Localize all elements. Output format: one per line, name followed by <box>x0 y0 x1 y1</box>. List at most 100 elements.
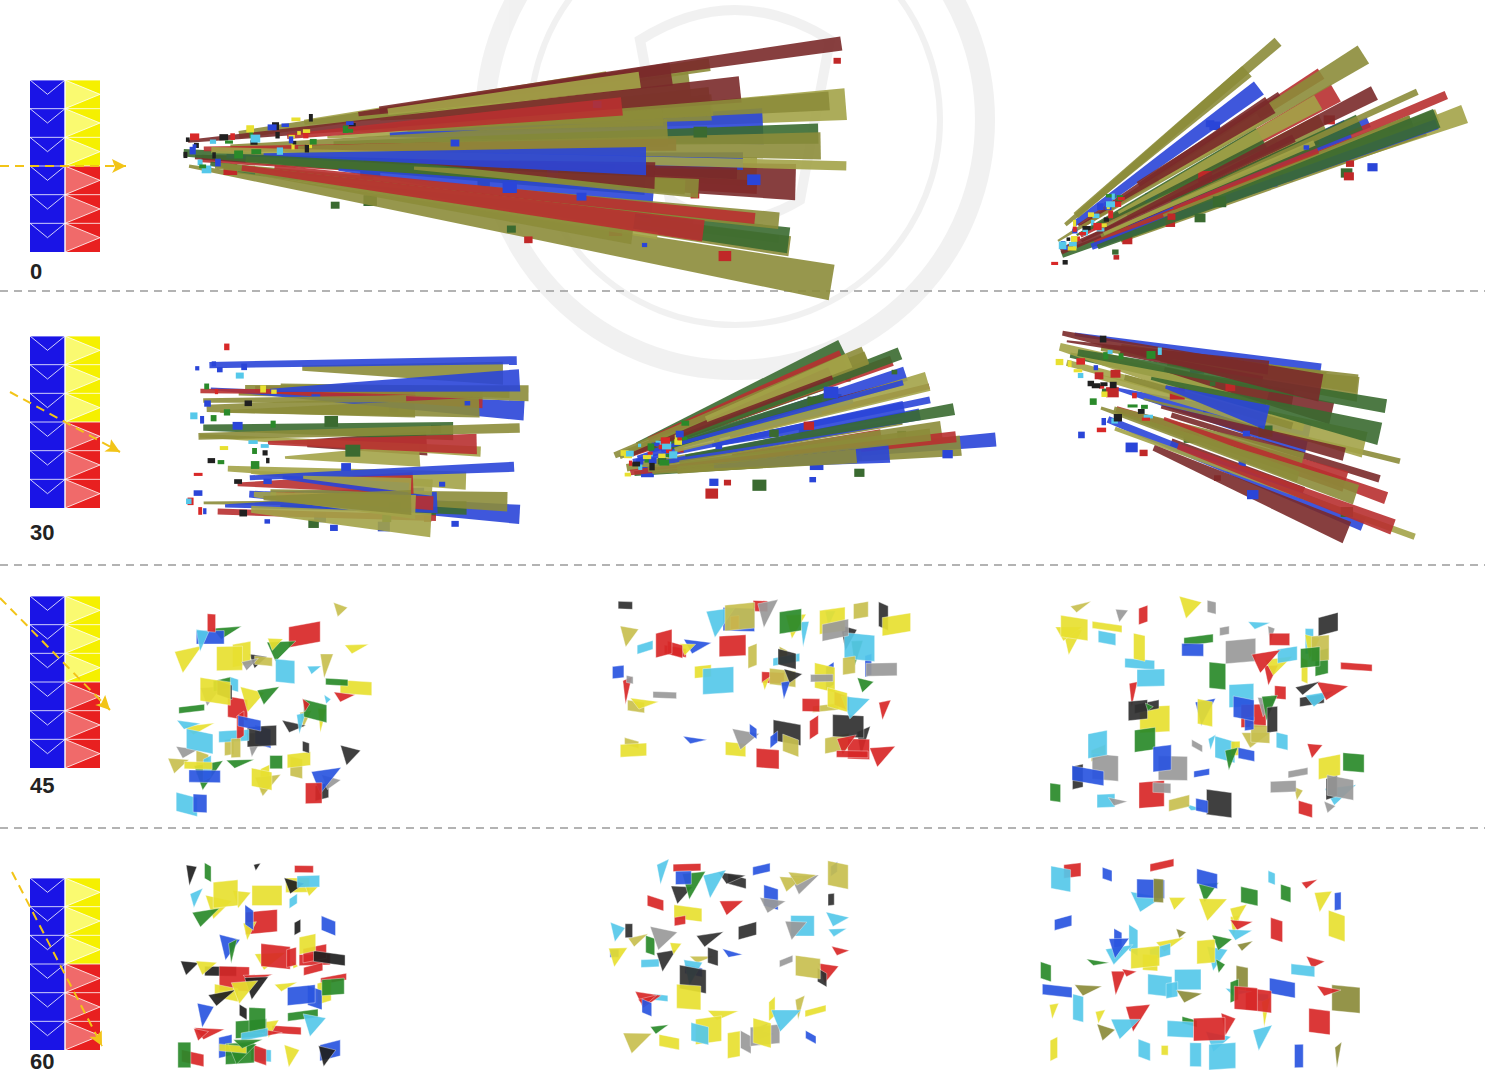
plane-block <box>1158 347 1162 354</box>
plane-block <box>1114 202 1121 207</box>
plane-block <box>705 489 718 499</box>
plane-facet <box>1295 682 1319 696</box>
plane-block <box>834 58 841 64</box>
plane-strip <box>1081 86 1378 242</box>
plane-block <box>275 132 279 139</box>
view-arrowhead <box>95 695 110 710</box>
plane-block <box>626 451 634 457</box>
plane-block <box>724 480 731 486</box>
plane-block <box>1168 214 1176 220</box>
tile-line <box>30 137 65 151</box>
plane-facet <box>254 863 261 871</box>
plane-block <box>719 251 732 261</box>
yellow-column <box>65 878 100 964</box>
tile-schematic <box>30 878 100 1050</box>
plane-strip <box>198 423 519 439</box>
tile-line <box>30 166 65 180</box>
plane-block <box>709 479 718 486</box>
plane-block <box>577 193 587 201</box>
plane-block <box>1119 353 1124 359</box>
plane-block <box>451 140 460 147</box>
plane-block <box>1073 227 1077 232</box>
plane-facet <box>186 865 197 886</box>
plane-block <box>218 460 225 464</box>
plane-facet <box>1327 775 1353 800</box>
plane-facet <box>340 745 360 765</box>
plane-facet <box>1042 984 1072 998</box>
plane-facet <box>762 677 769 690</box>
plane-facet <box>866 663 897 677</box>
plane-facet <box>268 638 283 650</box>
plane-facet <box>620 626 638 647</box>
tile-line <box>30 195 65 209</box>
plane-facet <box>708 947 718 966</box>
plane-render <box>183 36 847 300</box>
plane-block <box>648 443 655 450</box>
plane-facet <box>1095 1010 1105 1024</box>
plane-facet <box>748 643 757 668</box>
plane-block <box>1059 241 1067 249</box>
plane-facet <box>1198 699 1213 727</box>
plane-facet <box>186 729 213 754</box>
plane-block <box>1113 255 1119 260</box>
plane-facet <box>785 921 807 940</box>
plane-block <box>1088 212 1094 217</box>
plane-facet <box>810 715 819 739</box>
view-line <box>10 392 120 452</box>
plane-block <box>194 473 203 476</box>
plane-facet <box>1153 745 1171 772</box>
plane-facet <box>1179 596 1201 618</box>
plane-facet <box>1075 985 1102 996</box>
plane-facet <box>177 720 201 729</box>
plane-facet <box>1169 795 1190 812</box>
plane-strip <box>648 428 932 472</box>
plane-facet <box>676 871 692 885</box>
plane-facet <box>257 687 279 705</box>
plane-block <box>1074 369 1083 372</box>
plane-facet <box>1237 941 1253 951</box>
plane-facet <box>1281 884 1291 902</box>
tile-triangle <box>65 739 100 768</box>
plane-block <box>217 367 223 372</box>
plane-facet <box>1317 682 1349 701</box>
plane-facet <box>781 681 790 699</box>
plane-strip <box>210 162 790 254</box>
plane-facet <box>287 947 297 967</box>
plane-facet <box>1192 739 1203 752</box>
plane-facet <box>642 999 652 1017</box>
red-column <box>65 166 100 252</box>
plane-block <box>1210 381 1216 385</box>
plane-facet <box>1298 800 1312 817</box>
plane-block <box>199 164 206 168</box>
plane-facet <box>304 963 323 976</box>
plane-block <box>190 133 199 140</box>
plane-facet <box>650 1025 668 1034</box>
plane-block <box>215 159 221 167</box>
plane-block <box>230 133 235 140</box>
plane-facet <box>806 1030 816 1044</box>
plane-facet <box>1317 986 1341 996</box>
plane-facet <box>1182 644 1204 657</box>
plane-block <box>1140 450 1148 456</box>
plane-facet <box>1166 982 1178 999</box>
plane-facet <box>303 741 310 753</box>
plane-facet <box>1145 703 1153 711</box>
plane-block <box>212 152 215 158</box>
plane-block <box>303 129 310 133</box>
plane-facet <box>305 886 318 896</box>
plane-facet <box>334 602 348 616</box>
plane-render <box>613 340 996 499</box>
plane-facet <box>1128 700 1147 721</box>
plane-facet <box>843 656 855 675</box>
plane-facet <box>826 912 849 926</box>
plane-facet <box>770 731 777 748</box>
plane-block <box>268 124 277 130</box>
plane-block <box>632 462 640 467</box>
plane-block <box>224 344 229 351</box>
plane-block <box>198 160 203 166</box>
plane-facet <box>1072 766 1104 786</box>
plane-block <box>451 521 458 527</box>
plane-facet <box>1238 748 1254 762</box>
plane-block <box>1142 418 1150 421</box>
